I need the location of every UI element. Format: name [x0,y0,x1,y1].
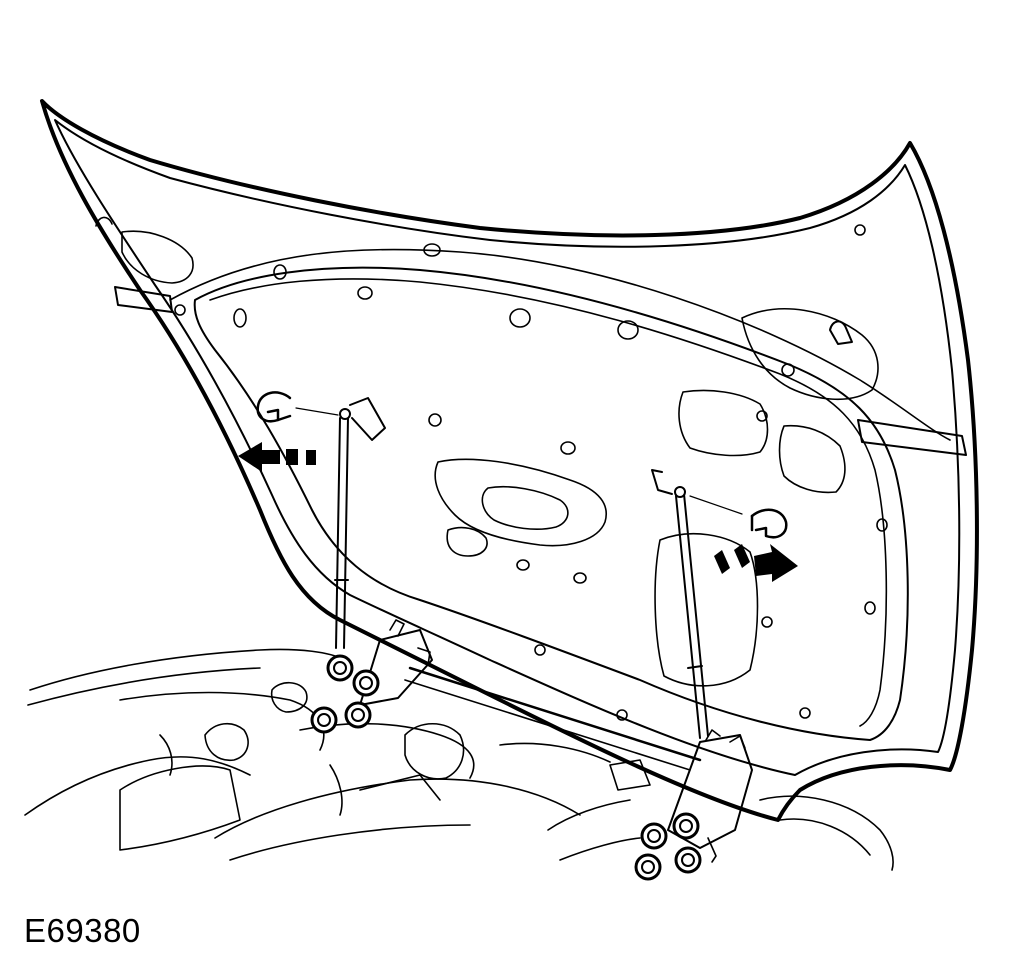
right-retaining-clip [689,495,788,539]
right-hood-hinge [634,729,753,881]
right-hinge-bolts [634,812,702,881]
left-removal-arrow [238,442,316,472]
left-hinge-bolts [310,654,380,734]
left-gas-strut [334,397,386,649]
hood-panel [40,99,979,822]
right-gas-strut [651,469,709,739]
figure-reference-id: E69380 [24,912,141,949]
left-hood-hinge [310,619,702,771]
left-retaining-clip [256,391,339,423]
right-removal-arrow [714,544,798,582]
hood-panel-holes [174,224,888,721]
